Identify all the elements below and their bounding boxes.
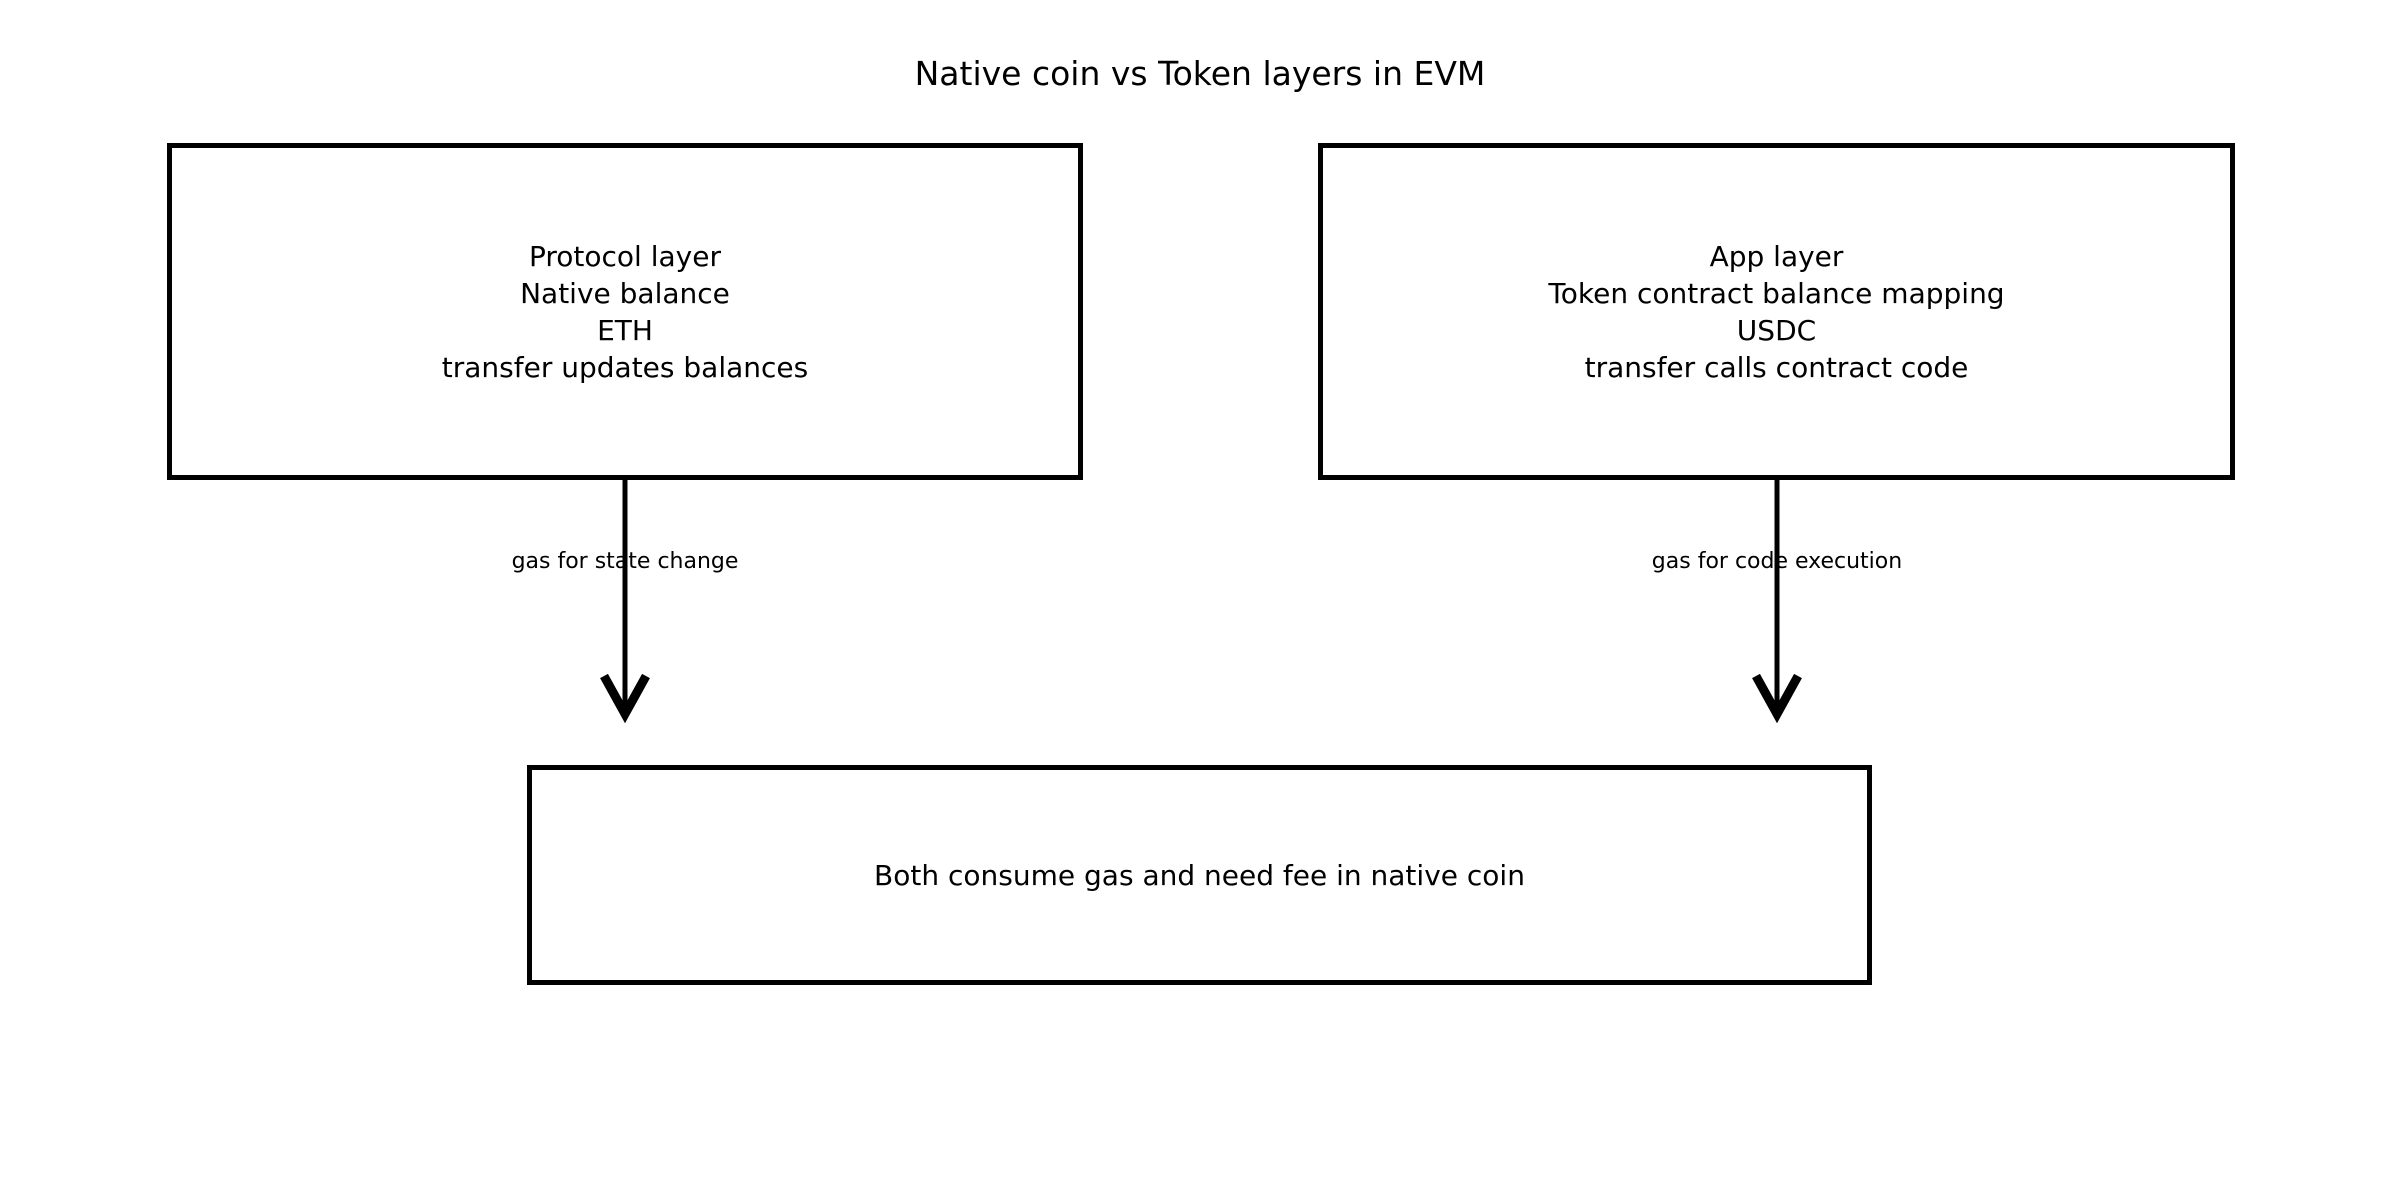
edge-label-gas-for-code-execution: gas for code execution [1651, 549, 1903, 574]
edge-label-gas-for-state-change: gas for state change [511, 549, 739, 574]
edge-protocol-to-both [600, 480, 650, 724]
diagram-title: Native coin vs Token layers in EVM [914, 54, 1486, 93]
node-app-layer[interactable]: App layer Token contract balance mapping… [1318, 143, 2235, 480]
node-both-consume-gas-label: Both consume gas and need fee in native … [874, 858, 1525, 892]
edge-app-to-both [1752, 480, 1802, 724]
node-protocol-layer-label: Protocol layer Native balance ETH transf… [441, 239, 809, 384]
node-app-layer-label: App layer Token contract balance mapping… [1548, 239, 2005, 384]
arrowhead-icon-app-to-both [1752, 673, 1802, 724]
node-protocol-layer[interactable]: Protocol layer Native balance ETH transf… [167, 143, 1083, 480]
node-both-consume-gas[interactable]: Both consume gas and need fee in native … [527, 765, 1872, 985]
arrowhead-icon-protocol-to-both [600, 673, 650, 724]
